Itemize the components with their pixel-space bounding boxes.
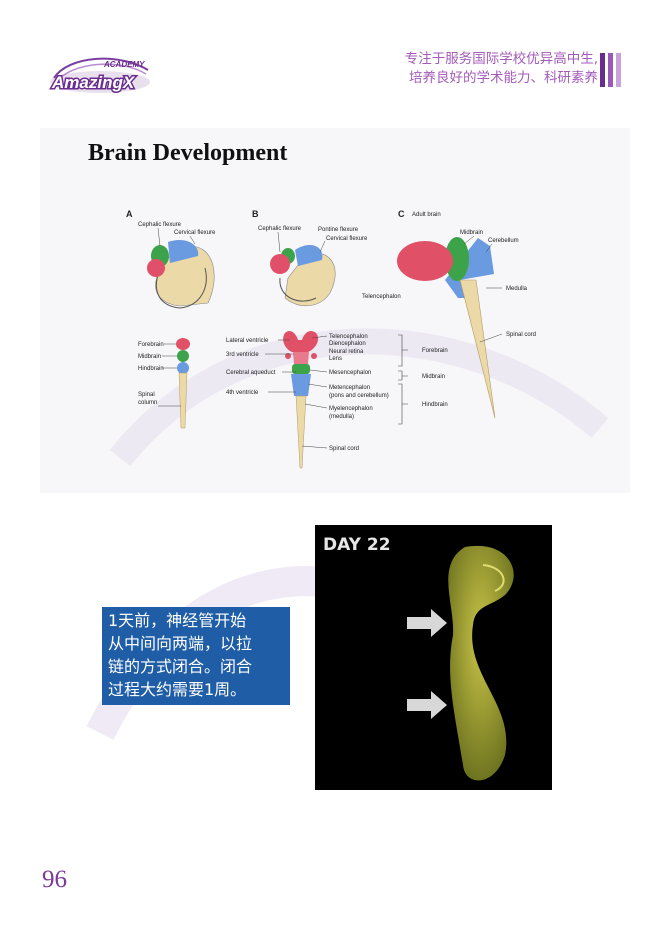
b-pontine-flexure: Pontine flexure — [318, 227, 359, 233]
tube-b-myelencephalon-1: Myelencephalon — [329, 406, 373, 412]
bracket-hindbrain: Hindbrain — [422, 402, 448, 408]
panel-label-a: A — [126, 209, 133, 219]
c-telencephalon: Telencephalon — [362, 294, 401, 300]
neural-tube-b-illustration — [283, 330, 319, 469]
neural-tube-closure-slide: 1天前，神经管开始 从中间向两端，以拉 链的方式闭合。闭合 过程大约需要1周。 … — [40, 493, 630, 803]
header-tagline: 专注于服务国际学校优异高中生, 培养良好的学术能力、科研素养 — [358, 50, 598, 88]
a-cephalic-flexure: Cephalic flexure — [138, 222, 182, 228]
caption-line-3: 链的方式闭合。闭合 — [108, 657, 253, 676]
tube-a-midbrain: Midbrain — [138, 354, 161, 360]
tube-b-diencephalon: Diencephalon — [329, 341, 366, 347]
tube-b-metencephalon-2: (pons and cerebellum) — [329, 393, 389, 399]
bracket-forebrain: Forebrain — [422, 348, 448, 354]
caption-line-2: 从中间向两端，以拉 — [108, 634, 253, 653]
embryo-b-illustration — [270, 245, 336, 306]
tube-b-spinal-cord: Spinal cord — [329, 446, 359, 452]
tube-b-fourth-ventricle: 4th ventricle — [226, 390, 259, 396]
amazingx-logo: ACADEMY AmazingX — [50, 57, 150, 94]
arrow-upper-icon — [407, 609, 447, 637]
a-cervical-flexure: Cervical flexure — [174, 230, 216, 236]
c-medulla: Medulla — [506, 286, 528, 292]
tube-b-neural-retina: Neural retina — [329, 349, 364, 355]
page-number: 96 — [42, 866, 67, 893]
caption-line-1: 1天前，神经管开始 — [108, 611, 247, 630]
tube-a-spinal-1: Spinal — [138, 392, 155, 398]
embryo-a-illustration — [147, 239, 215, 309]
bracket-midbrain: Midbrain — [422, 374, 445, 380]
tube-b-lateral-ventricle: Lateral ventricle — [226, 338, 269, 344]
neural-tube-a-illustration — [176, 338, 190, 429]
logo-main-text: AmazingX — [51, 73, 136, 92]
arrow-lower-icon — [407, 691, 447, 719]
tube-b-cerebral-aqueduct: Cerebral aqueduct — [226, 370, 276, 376]
closure-caption: 1天前，神经管开始 从中间向两端，以拉 链的方式闭合。闭合 过程大约需要1周。 — [102, 607, 290, 705]
tube-b-lens: Lens — [329, 356, 342, 362]
tube-a-forebrain: Forebrain — [138, 342, 164, 348]
c-cerebellum: Cerebellum — [488, 238, 519, 244]
logo-top-text: ACADEMY — [103, 60, 145, 69]
tagline-line-1: 专注于服务国际学校优异高中生, — [404, 51, 598, 67]
b-cervical-flexure: Cervical flexure — [326, 236, 368, 242]
day-22-embryo-photo: DAY 22 — [315, 525, 552, 790]
slide-title: Brain Development — [88, 140, 288, 166]
tube-b-telencephalon: Telencephalon — [329, 334, 368, 340]
b-cephalic-flexure: Cephalic flexure — [258, 226, 302, 232]
caption-line-4: 过程大约需要1周。 — [108, 680, 247, 699]
tube-b-mesencephalon: Mesencephalon — [329, 370, 371, 376]
adult-brain-illustration — [397, 237, 496, 419]
c-midbrain: Midbrain — [460, 230, 483, 236]
c-title: Adult brain — [412, 212, 441, 218]
tube-a-spinal-2: column — [138, 400, 157, 406]
photo-day-label: DAY 22 — [323, 535, 391, 555]
tagline-line-2: 培养良好的学术能力、科研素养 — [409, 70, 598, 86]
panel-label-b: B — [252, 209, 259, 219]
embryo-photo-illustration — [407, 545, 514, 781]
header-decor-bars — [600, 53, 622, 87]
panel-label-c: C — [398, 209, 405, 219]
c-spinal-cord: Spinal cord — [506, 332, 536, 338]
tube-b-third-ventricle: 3rd ventricle — [226, 352, 259, 358]
brain-development-slide: Brain Development A B C Cephalic flexure… — [40, 128, 630, 493]
tube-a-hindbrain: Hindbrain — [138, 366, 164, 372]
tube-b-metencephalon-1: Metencephalon — [329, 385, 370, 391]
tube-b-myelencephalon-2: (medulla) — [329, 414, 354, 420]
brain-development-diagram: A B C Cephalic flexure Cervical flexure … — [109, 209, 609, 469]
